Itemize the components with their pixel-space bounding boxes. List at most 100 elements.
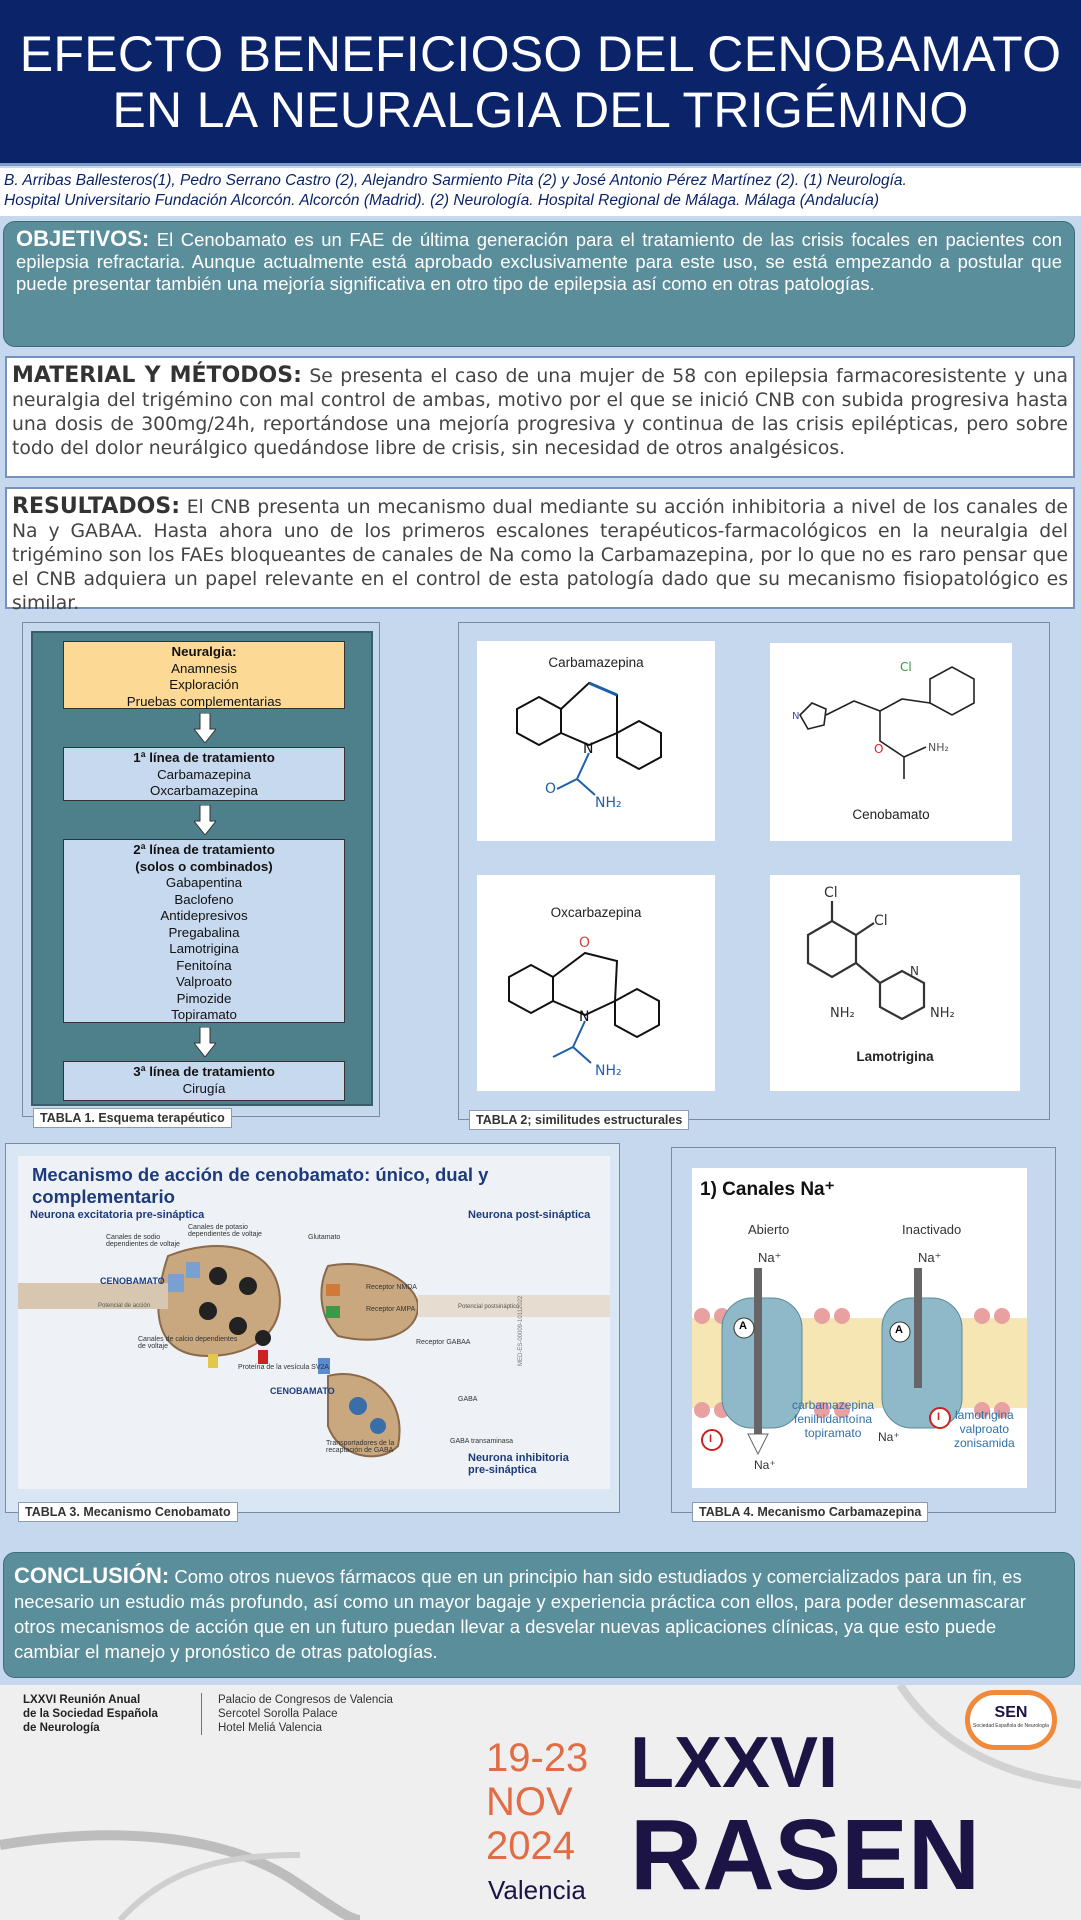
molecule-label: N	[910, 964, 919, 978]
tabla3-caption: TABLA 3. Mecanismo Cenobamato	[18, 1502, 238, 1522]
gate-a-label: A	[739, 1320, 747, 1332]
flow-box-third-line: 3ª línea de tratamiento Cirugía	[63, 1061, 345, 1101]
tabla4-panel: 1) Canales Na⁺ Abierto Inactivado Na⁺ Na…	[671, 1147, 1056, 1522]
sen-logo-subtext: Sociedad Española de Neurología	[973, 1723, 1049, 1729]
drug-name: zonisamida	[954, 1436, 1015, 1450]
sodium-ion-label: Na⁺	[878, 1430, 900, 1444]
down-arrow-icon	[194, 1027, 216, 1057]
gabaa-label: Receptor GABAA	[416, 1339, 471, 1346]
down-arrow-icon	[194, 805, 216, 835]
authors-line-1: B. Arribas Ballesteros(1), Pedro Serrano…	[4, 172, 907, 189]
neuron-background-icon	[0, 1685, 1081, 1920]
inactivated-state-label: Inactivado	[902, 1222, 962, 1237]
synapse-illustration-icon	[18, 1245, 610, 1458]
flow-item: Carbamazepina	[157, 766, 251, 782]
mechanism-title: Mecanismo de acción de cenobamato: único…	[32, 1164, 489, 1207]
venue-line: Palacio de Congresos de Valencia	[218, 1694, 393, 1706]
tabla2-panel: Carbamazepina N O NH₂ Cl O NH	[458, 622, 1050, 1130]
congress-city: Valencia	[488, 1875, 586, 1905]
molecule-label: NH₂	[595, 1063, 622, 1079]
flow-item: Pruebas complementarias	[126, 693, 282, 709]
presynaptic-label: Neurona excitatoria pre-sináptica	[30, 1209, 205, 1221]
cenobamato-molecule-icon: Cl O NH₂ N	[792, 660, 975, 779]
oxcarbazepina-structure: Oxcarbazepina O N NH₂	[477, 875, 715, 1091]
poster-title-line-2: EN LA NEURALGIA DEL TRIGÉMINO	[112, 81, 969, 138]
lxxvi-wordmark: LXXVI	[630, 1723, 839, 1803]
tabla1-panel: Neuralgia: Anamnesis Exploración Pruebas…	[22, 622, 380, 1128]
carbamazepina-molecule-icon: N O NH₂	[516, 681, 662, 811]
flow-item: Anamnesis	[171, 660, 237, 676]
molecule-label: Cl	[874, 913, 888, 929]
gate-a-label: A	[895, 1324, 903, 1336]
flow-box-heading: 1ª línea de tratamiento	[133, 750, 275, 765]
sv2a-label: Proteína de la vesícula SV2A	[238, 1364, 330, 1371]
flow-item: Baclofeno	[174, 891, 234, 907]
authors: B. Arribas Ballesteros(1), Pedro Serrano…	[0, 168, 1081, 216]
title-band: EFECTO BENEFICIOSO DEL CENOBAMATO EN LA …	[0, 0, 1081, 166]
resultados-text: El CNB presenta un mecanismo dual median…	[12, 497, 1068, 614]
congress-month: NOV	[486, 1780, 573, 1824]
cenobamato-label: CENOBAMATO	[100, 1276, 165, 1286]
ion-channel-illustration-icon	[692, 1268, 1027, 1456]
material-text: Se presenta el caso de una mujer de 58 c…	[12, 366, 1069, 459]
conclusion-section: CONCLUSIÓN: Como otros nuevos fármacos q…	[3, 1552, 1075, 1678]
lamotrigina-structure: Cl Cl NH₂ NH₂ N Lamotrigina	[770, 875, 1020, 1091]
calcium-channel-label: Canales de calcio dependientes de voltaj…	[138, 1336, 238, 1350]
tabla4-caption: TABLA 4. Mecanismo Carbamazepina	[692, 1502, 929, 1522]
molecule-label: Cl	[900, 660, 912, 674]
tabla1-caption: TABLA 1. Esquema terapéutico	[33, 1108, 232, 1128]
treatment-flowchart: Neuralgia: Anamnesis Exploración Pruebas…	[31, 631, 373, 1106]
resultados-section: RESULTADOS: El CNB presenta un mecanismo…	[5, 487, 1075, 614]
postsynaptic-potential-label: Potencial postsináptico	[458, 1304, 520, 1310]
glutamate-label: Glutamato	[308, 1234, 341, 1241]
flow-box-first-line: 1ª línea de tratamiento Carbamazepina Ox…	[63, 747, 345, 801]
molecule-label: O	[874, 742, 883, 756]
gaba-label: GABA	[458, 1396, 478, 1403]
molecule-label: O	[545, 781, 556, 797]
gate-i-label: I	[709, 1433, 713, 1445]
rasen-wordmark: RASEN	[630, 1799, 981, 1911]
authors-line-2: Hospital Universitario Fundación Alcorcó…	[4, 192, 880, 209]
carbamazepina-structure: Carbamazepina N O NH₂	[477, 641, 715, 841]
molecule-label: N	[579, 1009, 589, 1025]
congress-org: LXXVI Reunión Anual de la Sociedad Españ…	[23, 1693, 158, 1735]
sodium-ion-label: Na⁺	[758, 1250, 782, 1265]
sen-logo: SEN Sociedad Española de Neurología	[965, 1690, 1057, 1750]
sodium-ion-label: Na⁺	[754, 1458, 776, 1472]
poster-title-line-1: EFECTO BENEFICIOSO DEL CENOBAMATO	[19, 25, 1062, 82]
flow-item: Cirugía	[182, 1080, 226, 1096]
channel-title: 1) Canales Na⁺	[700, 1179, 835, 1200]
lamotrigina-molecule-icon: Cl Cl NH₂ NH₂ N	[806, 885, 955, 1021]
molecule-name: Carbamazepina	[548, 655, 644, 670]
drug-name: lamotrigina	[955, 1408, 1014, 1422]
tabla3-panel: Mecanismo de acción de cenobamato: único…	[5, 1143, 620, 1522]
flow-box-heading: 2ª línea de tratamiento	[133, 842, 275, 857]
flow-box-heading: Neuralgia:	[171, 644, 237, 659]
tabla2-caption: TABLA 2; similitudes estructurales	[469, 1110, 690, 1130]
flow-box-neuralgia: Neuralgia: Anamnesis Exploración Pruebas…	[63, 641, 345, 709]
flow-box-heading: 3ª línea de tratamiento	[133, 1064, 275, 1079]
venue-line: Hotel Meliá Valencia	[218, 1722, 322, 1734]
venue-line: Sercotel Sorolla Palace	[218, 1708, 338, 1720]
flow-box-second-line: 2ª línea de tratamiento (solos o combina…	[63, 839, 345, 1023]
oxcarbazepina-molecule-icon: O N NH₂	[508, 935, 660, 1079]
action-potential-label: Potencial de acción	[98, 1303, 151, 1309]
flow-box-subheading: (solos o combinados)	[135, 858, 273, 874]
down-arrow-icon	[194, 713, 216, 743]
congress-year: 2024	[486, 1824, 575, 1868]
sodium-channel-label: Canales de sodio dependientes de voltaje	[106, 1234, 180, 1248]
molecule-label: Cl	[824, 885, 838, 901]
open-state-label: Abierto	[748, 1222, 790, 1237]
conclusion-text: Como otros nuevos fármacos que en un pri…	[14, 1566, 1026, 1662]
molecule-label: NH₂	[830, 1006, 855, 1021]
flow-item: Pregabalina	[168, 924, 240, 940]
flow-item: Lamotrigina	[169, 941, 239, 956]
conclusion-heading: CONCLUSIÓN:	[14, 1563, 170, 1588]
material-section: MATERIAL Y MÉTODOS: Se presenta el caso …	[5, 356, 1075, 478]
material-heading: MATERIAL Y MÉTODOS:	[12, 363, 302, 388]
flow-item: Topiramato	[171, 1007, 237, 1022]
left-drug-list: carbamazepina fenilhidantoína topiramato	[792, 1398, 874, 1440]
sodium-ion-label: Na⁺	[918, 1250, 942, 1265]
org-line: LXXVI Reunión Anual	[23, 1694, 141, 1706]
